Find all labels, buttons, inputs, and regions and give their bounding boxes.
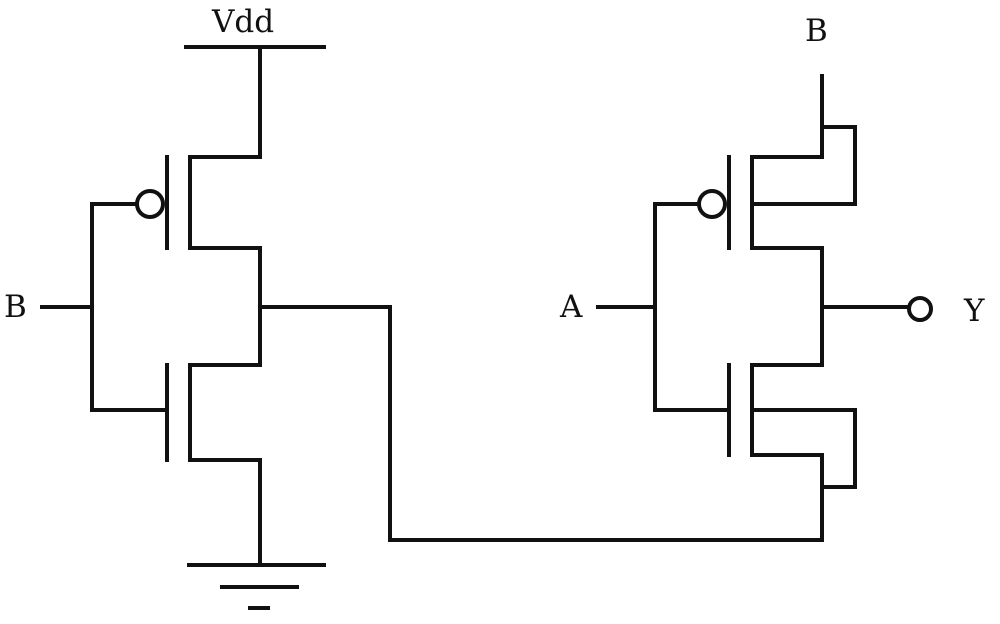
- output-terminal-icon: [907, 296, 933, 322]
- pmos-transistor-right: [653, 125, 857, 250]
- pmos-left-channel: [188, 155, 262, 250]
- input-a-label: A: [559, 289, 583, 325]
- nmos-left-channel: [188, 363, 262, 462]
- input-b-top-label: B: [805, 13, 828, 49]
- pmos-left-bubble-icon: [135, 189, 165, 219]
- nmos-right-body-loop: [750, 408, 857, 489]
- right-stage: B Y A: [559, 13, 985, 489]
- pmos-right-body-loop: [750, 125, 857, 206]
- input-b-left-label: B: [4, 289, 27, 325]
- nmos-transistor-right: [653, 363, 857, 489]
- nmos-right-channel: [750, 363, 824, 489]
- nmos-transistor-left: [90, 363, 262, 462]
- output-y-label: Y: [963, 293, 985, 329]
- pmos-transistor-left: [90, 155, 262, 250]
- left-inverter: Vdd B: [4, 4, 326, 610]
- vdd-label: Vdd: [211, 4, 274, 40]
- interconnect-wire: [258, 305, 824, 542]
- pmos-right-bubble-icon: [697, 189, 727, 219]
- ground-icon: [187, 563, 326, 610]
